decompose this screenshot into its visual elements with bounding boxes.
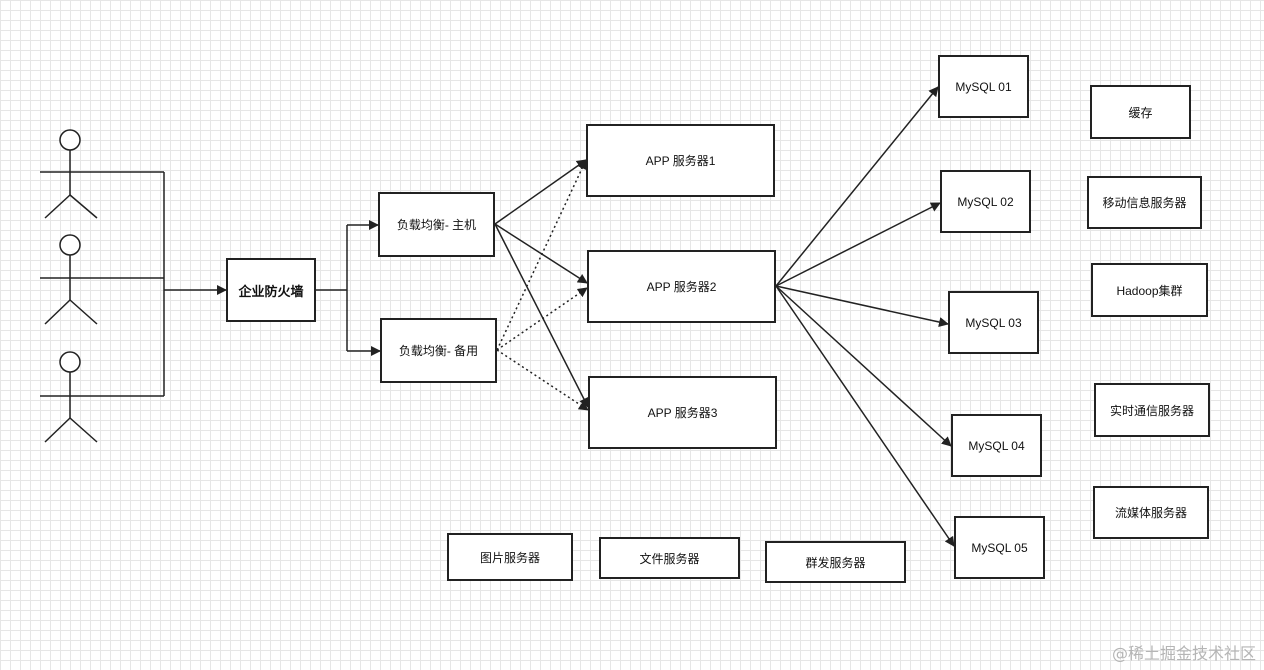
mysql-05: MySQL 05 [954, 516, 1045, 579]
user-figure-2 [40, 234, 100, 325]
mysql-01: MySQL 01 [938, 55, 1029, 118]
app-server-3: APP 服务器3 [588, 376, 777, 449]
watermark-text: @稀土掘金技术社区 [1111, 644, 1256, 663]
mobile-message-server: 移动信息服务器 [1087, 176, 1202, 229]
load-balancer-backup: 负载均衡- 备用 [380, 318, 497, 383]
mysql-04: MySQL 04 [951, 414, 1042, 477]
cache-server: 缓存 [1090, 85, 1191, 139]
firewall-box: 企业防火墙 [226, 258, 316, 322]
user-figure-1 [40, 129, 100, 219]
streaming-media-server: 流媒体服务器 [1093, 486, 1209, 539]
image-server: 图片服务器 [447, 533, 573, 581]
realtime-comm-server: 实时通信服务器 [1094, 383, 1210, 437]
load-balancer-primary: 负载均衡- 主机 [378, 192, 495, 257]
app-server-1: APP 服务器1 [586, 124, 775, 197]
user-figure-3 [40, 351, 100, 443]
hadoop-cluster: Hadoop集群 [1091, 263, 1208, 317]
db-connectors [775, 86, 955, 547]
mass-mail-server: 群发服务器 [765, 541, 906, 583]
user-connectors [100, 171, 227, 397]
backup-lb-connectors [496, 159, 589, 411]
mysql-02: MySQL 02 [940, 170, 1031, 233]
firewall-connectors [316, 220, 381, 356]
primary-lb-connectors [494, 159, 589, 408]
app-server-2: APP 服务器2 [587, 250, 776, 323]
file-server: 文件服务器 [599, 537, 740, 579]
mysql-03: MySQL 03 [948, 291, 1039, 354]
